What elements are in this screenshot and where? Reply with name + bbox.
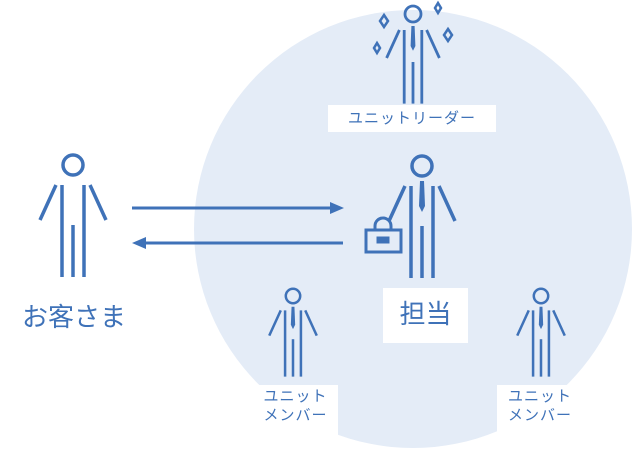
customer-person-icon (38, 153, 108, 279)
member1-label: ユニット メンバー (253, 385, 338, 439)
arrow-to-manager (132, 202, 344, 214)
member1-label-line2: メンバー (263, 405, 328, 424)
customer-label: お客さま (21, 303, 126, 333)
team-circle (194, 10, 632, 448)
member2-label-line2: メンバー (507, 405, 572, 424)
member2-label-line1: ユニット (507, 387, 572, 405)
member2-label: ユニット メンバー (497, 385, 583, 439)
member1-label-line1: ユニット (263, 387, 328, 405)
arrow-to-customer (132, 237, 343, 249)
sparkle-icons (372, 0, 454, 56)
briefcase-icon (364, 216, 403, 254)
leader-label: ユニットリーダー (328, 105, 496, 132)
manager-label: 担当 (383, 288, 468, 343)
